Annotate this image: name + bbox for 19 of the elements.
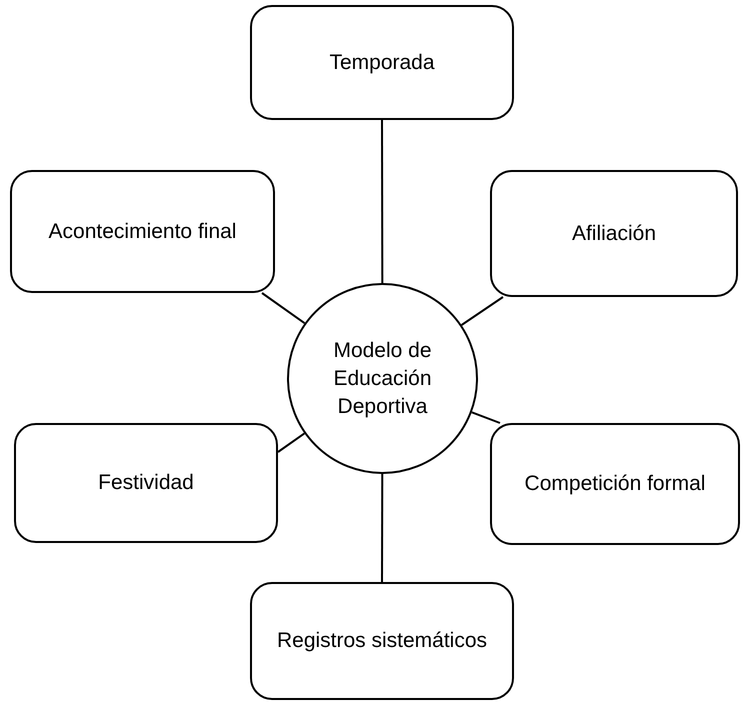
connector-line	[261, 292, 306, 324]
node-label: Acontecimiento final	[48, 218, 236, 244]
node-label: Afiliación	[572, 220, 656, 246]
node-label: Festividad	[98, 470, 194, 496]
rounded-box	[14, 423, 278, 543]
connector-line	[381, 120, 384, 283]
node-label: Temporada	[329, 50, 435, 76]
connector-line	[381, 474, 384, 582]
rounded-box	[250, 582, 514, 700]
connector-line	[277, 432, 305, 453]
rounded-box	[490, 423, 740, 545]
connector-line	[461, 296, 504, 326]
node-label: Registros sistemáticos	[276, 628, 488, 654]
rounded-box	[250, 5, 514, 120]
node-label: Modelo de Educación Deportiva	[332, 338, 433, 420]
node-label: Competición formal	[524, 471, 706, 497]
rounded-box	[10, 170, 275, 293]
connector-line	[471, 411, 500, 424]
rounded-box	[490, 170, 738, 297]
